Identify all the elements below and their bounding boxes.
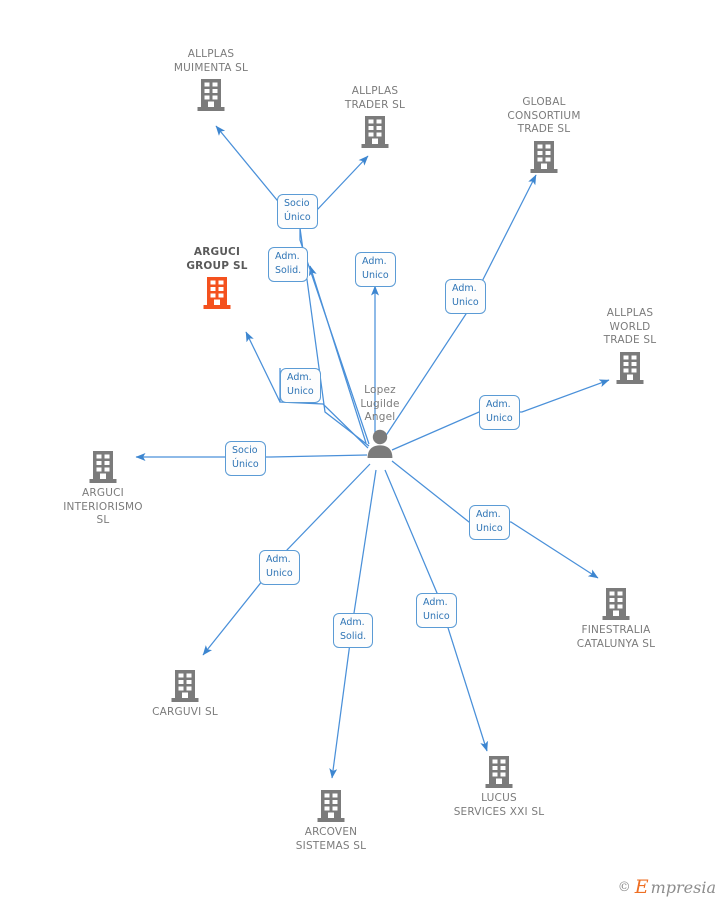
building-icon [485,756,513,788]
node-label-lucus-services-xxi: LUCUS SERVICES XXI SL [453,792,545,818]
building-icon [89,451,117,483]
brand-name: mpresia [650,877,716,897]
node-label-allplas-muimenta: ALLPLAS MUIMENTA SL [173,48,249,74]
edge-label-finestralia[interactable]: Adm. Unico [469,505,510,540]
node-carguvi[interactable]: CARGUVI SL [115,669,255,720]
edge-label-arguci-group-adm-solid[interactable]: Adm. Solid. [268,247,309,282]
edge-label-muimenta[interactable]: Socio Único [277,194,318,229]
edge-label-world-trade[interactable]: Adm. Unico [479,395,520,430]
node-label-center-person: Lopez Lugilde Angel [360,384,400,423]
building-icon [361,116,389,148]
node-arguci-interiorismo[interactable]: ARGUCI INTERIORISMO SL [33,450,173,528]
edge-line-muimenta [215,125,370,447]
node-label-arguci-group: ARGUCI GROUP SL [186,246,248,272]
node-center-person[interactable]: Lopez Lugilde Angel [310,384,450,458]
node-label-carguvi: CARGUVI SL [152,706,218,718]
node-label-allplas-world-trade: ALLPLAS WORLD TRADE SL [603,307,657,346]
edge-label-lucus[interactable]: Adm. Unico [416,593,457,628]
building-icon [616,351,644,384]
node-label-arguci-interiorismo: ARGUCI INTERIORISMO SL [63,487,143,526]
copyright-icon: © [617,880,631,895]
building-icon [197,79,225,111]
building-icon [602,588,630,620]
edge-label-arguci-group-adm-unico[interactable]: Adm. Unico [280,368,321,403]
node-arguci-group[interactable]: ARGUCI GROUP SL [147,246,287,310]
node-label-arcoven-sistemas: ARCOVEN SISTEMAS SL [295,826,367,852]
node-finestralia-catalunya[interactable]: FINESTRALIA CATALUNYA SL [546,587,686,651]
node-label-global-consortium-trade: GLOBAL CONSORTIUM TRADE SL [507,96,581,135]
building-icon [317,790,345,822]
edge-label-global[interactable]: Adm. Unico [445,279,486,314]
edge-label-interiorismo[interactable]: Socio Único [225,441,266,476]
edge-label-carguvi[interactable]: Adm. Unico [259,550,300,585]
node-allplas-muimenta[interactable]: ALLPLAS MUIMENTA SL [141,48,281,112]
node-arcoven-sistemas[interactable]: ARCOVEN SISTEMAS SL [261,789,401,853]
building-icon [203,277,231,309]
node-label-allplas-trader: ALLPLAS TRADER SL [344,85,406,111]
node-allplas-trader[interactable]: ALLPLAS TRADER SL [305,85,445,149]
person-icon [367,429,393,458]
empresia-watermark: © E mpresia [618,878,716,897]
edge-line-trader-b [299,155,370,445]
node-lucus-services-xxi[interactable]: LUCUS SERVICES XXI SL [429,755,569,819]
node-allplas-world-trade[interactable]: ALLPLAS WORLD TRADE SL [560,307,700,385]
edge-label-trader[interactable]: Adm. Unico [355,252,396,287]
node-global-consortium-trade[interactable]: GLOBAL CONSORTIUM TRADE SL [474,96,614,174]
node-label-finestralia-catalunya: FINESTRALIA CATALUNYA SL [576,624,656,650]
building-icon [171,670,199,702]
edge-label-arcoven[interactable]: Adm. Solid. [333,613,374,648]
brand-initial: E [634,876,649,898]
building-icon [530,140,558,173]
